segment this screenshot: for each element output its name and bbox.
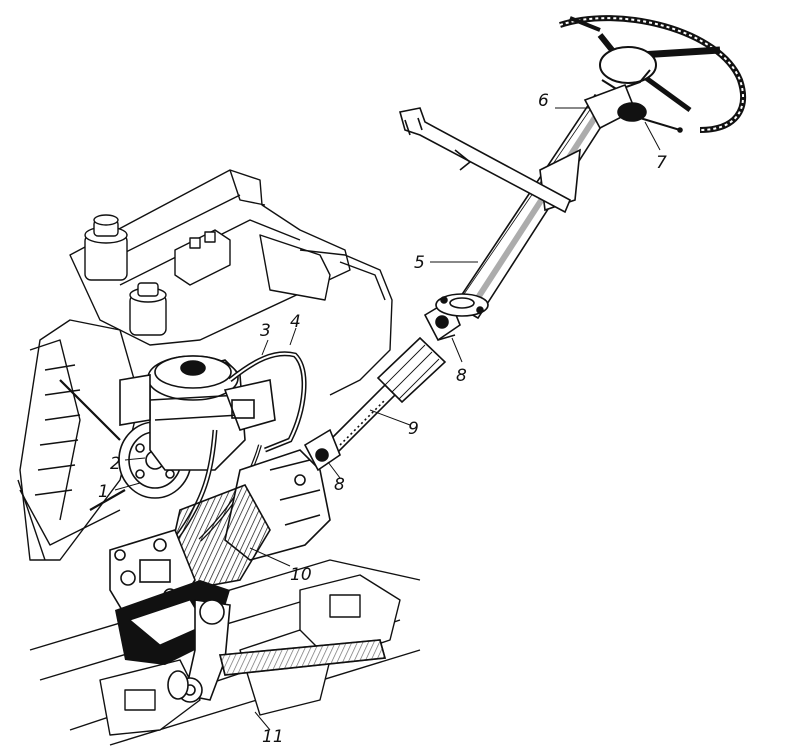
drag-link xyxy=(218,639,387,676)
callout-3: 3 xyxy=(260,321,271,341)
filler-cap-2 xyxy=(129,282,167,336)
callout-2: 2 xyxy=(110,454,121,474)
pedal-bracket xyxy=(398,107,572,214)
steering-gearbox xyxy=(109,449,331,616)
steering-column xyxy=(435,93,617,320)
callout-8-upper: 8 xyxy=(456,366,467,386)
callout-4: 4 xyxy=(290,312,301,332)
power-steering-pump xyxy=(119,355,276,471)
callout-9: 9 xyxy=(408,419,419,439)
column-switch xyxy=(583,83,683,133)
callout-1: 1 xyxy=(98,482,109,502)
intermediate-shaft xyxy=(303,298,461,472)
callout-11: 11 xyxy=(262,727,284,747)
steering-wheel xyxy=(559,15,747,133)
callout-8-lower: 8 xyxy=(334,475,345,495)
engine-block xyxy=(17,169,421,746)
callout-5: 5 xyxy=(414,253,425,273)
pitman-arm xyxy=(167,599,231,703)
callout-10: 10 xyxy=(290,565,312,585)
leader-lines xyxy=(114,107,661,731)
filler-cap xyxy=(84,214,128,281)
drive-belt xyxy=(59,379,126,511)
callout-6: 6 xyxy=(538,91,549,111)
callout-7: 7 xyxy=(656,153,667,173)
lower-u-joint xyxy=(303,428,341,472)
